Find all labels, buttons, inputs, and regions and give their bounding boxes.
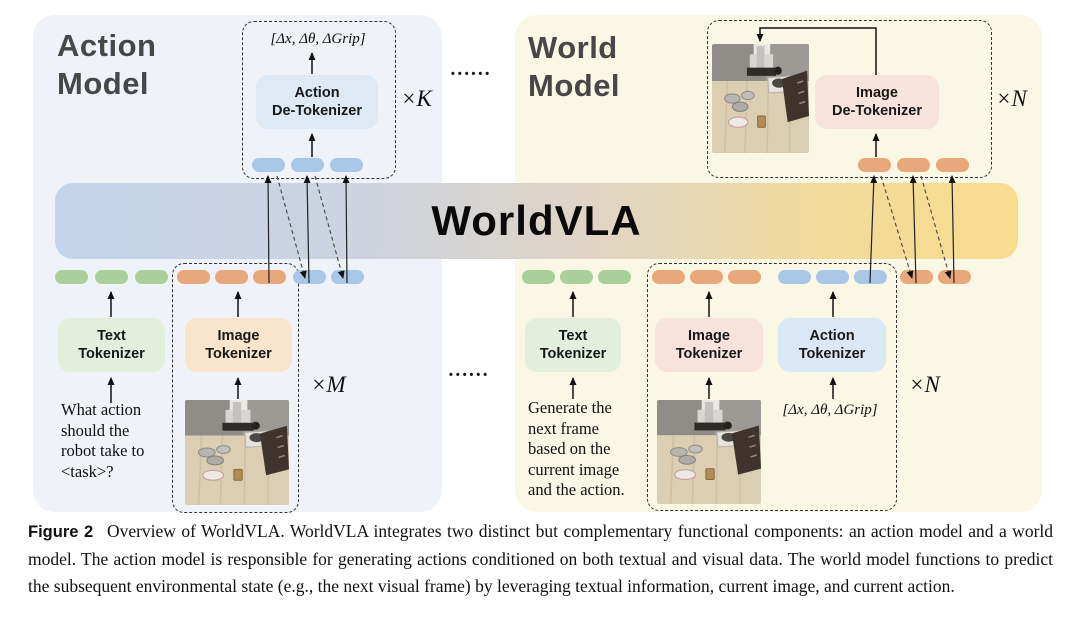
image-detokenizer-group <box>707 20 992 178</box>
prompt-line: based on the <box>528 439 611 458</box>
prompt-line: robot take to <box>61 441 145 460</box>
text-token <box>135 270 168 284</box>
action-token <box>816 270 849 284</box>
prompt-line: should the <box>61 420 130 440</box>
action-prompt-text: What action should the robot take to <ta… <box>61 400 176 482</box>
current-frame-image-right <box>657 400 761 504</box>
text-token <box>522 270 555 284</box>
figure-caption: Figure 2 Overview of WorldVLA. WorldVLA … <box>28 518 1053 600</box>
action-tokenizer-line2: Tokenizer <box>798 346 866 362</box>
text-tokenizer-right-line2: Tokenizer <box>539 346 607 362</box>
action-detokenizer-label-line2: De-Tokenizer <box>272 103 362 119</box>
image-token <box>215 270 248 284</box>
prompt-line: Generate the <box>528 398 612 417</box>
text-tokenizer-box-left: Text Tokenizer <box>58 318 165 372</box>
action-input-label: [Δx, Δθ, ΔGrip] <box>782 402 878 418</box>
image-token <box>858 158 891 172</box>
world-model-title: World Model <box>528 29 620 105</box>
action-token <box>252 158 285 172</box>
action-model-title-line2: Model <box>57 66 150 101</box>
image-tokenizer-group-left <box>172 263 299 513</box>
text-token <box>560 270 593 284</box>
worldvla-backbone-bar: WorldVLA <box>55 183 1018 259</box>
ellipsis-bottom: •••••• <box>449 369 491 381</box>
text-token <box>95 270 128 284</box>
worldvla-label: WorldVLA <box>431 197 642 244</box>
action-model-title-line1: Action <box>57 28 157 63</box>
image-token <box>253 270 286 284</box>
text-token <box>55 270 88 284</box>
prompt-line: <task>? <box>61 461 114 481</box>
action-detokenizer-box: Action De-Tokenizer <box>256 75 378 129</box>
predicted-frame-image <box>712 44 809 153</box>
image-detokenizer-box: Image De-Tokenizer <box>815 75 939 129</box>
image-token <box>728 270 761 284</box>
image-token <box>177 270 210 284</box>
repeat-n-bottom-label: ×N <box>909 372 940 397</box>
prompt-line: What action <box>61 400 142 419</box>
action-output-label: [Δx, Δθ, ΔGrip] <box>270 31 366 47</box>
figure-caption-label: Figure 2 <box>28 523 102 541</box>
action-token <box>778 270 811 284</box>
figure-caption-text: Overview of WorldVLA. WorldVLA integrate… <box>28 521 1054 596</box>
action-tokenizer-box: Action Tokenizer <box>778 318 886 372</box>
prompt-line: current image <box>528 459 620 479</box>
action-token <box>854 270 887 284</box>
action-tokenizer-line1: Action <box>809 328 855 344</box>
repeat-k-label: ×K <box>401 86 432 111</box>
action-model-title: Action Model <box>57 27 156 103</box>
image-detokenizer-label-line2: De-Tokenizer <box>832 103 922 119</box>
text-token <box>598 270 631 284</box>
text-tokenizer-right-line1: Text <box>558 328 588 344</box>
image-token <box>690 270 723 284</box>
image-token <box>938 270 971 284</box>
image-token <box>900 270 933 284</box>
prompt-line: next frame <box>528 418 600 438</box>
action-token <box>291 158 324 172</box>
repeat-n-top-label: ×N <box>996 86 1027 111</box>
text-tokenizer-left-line1: Text <box>97 328 126 344</box>
image-token <box>652 270 685 284</box>
ellipsis-top: •••••• <box>451 68 493 80</box>
action-token <box>331 270 364 284</box>
world-prompt-text: Generate the next frame based on the cur… <box>528 398 646 501</box>
action-token <box>293 270 326 284</box>
text-tokenizer-box-right: Text Tokenizer <box>525 318 621 372</box>
current-frame-image-left <box>185 400 289 505</box>
image-tokenizer-left-line1: Image <box>217 328 260 344</box>
image-tokenizer-left-line2: Tokenizer <box>205 346 272 362</box>
action-detokenizer-label-line1: Action <box>294 85 340 101</box>
repeat-m-label: ×M <box>311 372 346 397</box>
text-tokenizer-left-line2: Tokenizer <box>78 346 145 362</box>
image-tokenizer-right-line1: Image <box>688 328 730 344</box>
prompt-line: and the action. <box>528 480 625 499</box>
image-token <box>897 158 930 172</box>
image-detokenizer-label-line1: Image <box>856 85 898 101</box>
image-tokenizer-box-right: Image Tokenizer <box>655 318 763 372</box>
image-tokenizer-box-left: Image Tokenizer <box>185 318 292 372</box>
world-model-title-line2: Model <box>528 68 621 103</box>
action-token <box>330 158 363 172</box>
image-token <box>936 158 969 172</box>
image-tokenizer-right-line2: Tokenizer <box>675 346 743 362</box>
world-model-title-line1: World <box>528 30 618 65</box>
image-action-tokenizer-group-right <box>647 263 897 511</box>
